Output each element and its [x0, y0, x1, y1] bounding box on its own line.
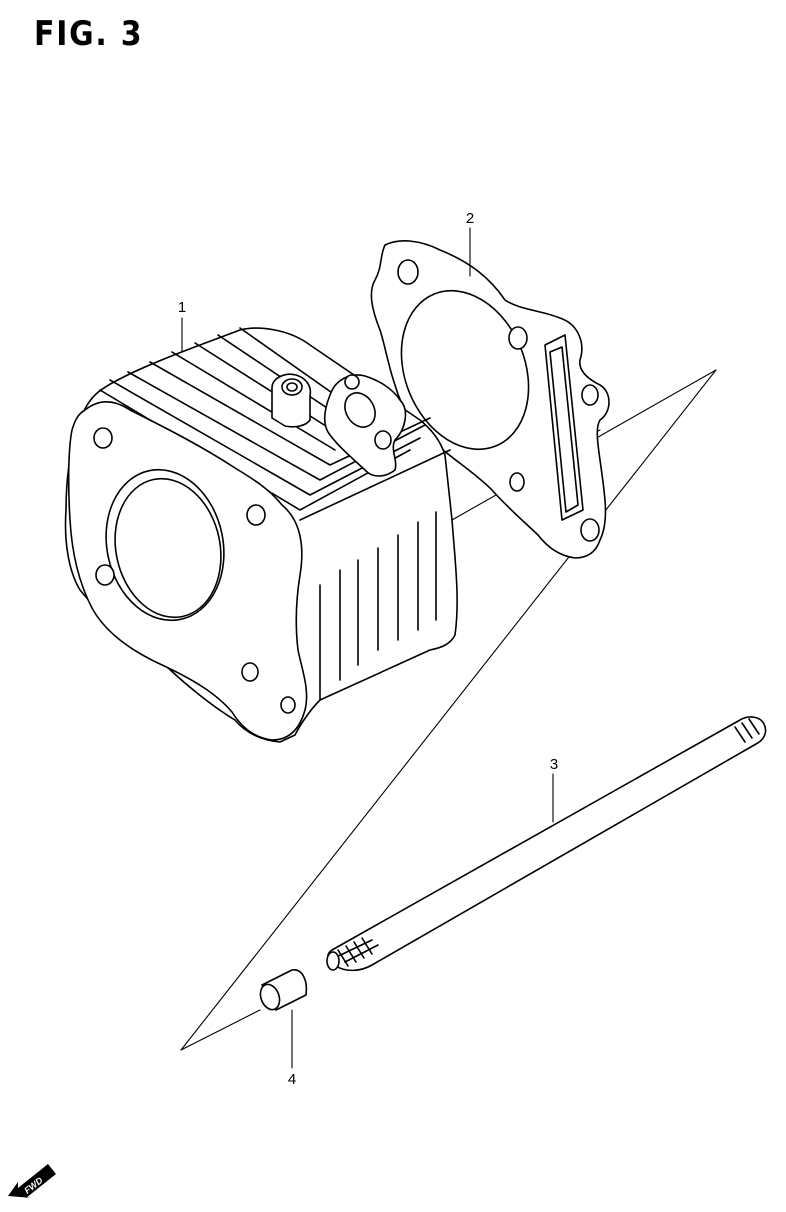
forward-arrow-icon: FWD	[8, 1164, 56, 1198]
figure-title: FIG. 3	[34, 14, 144, 54]
callout-3: 3	[550, 756, 558, 773]
stud-drawing	[326, 716, 767, 972]
callout-1: 1	[178, 299, 186, 316]
dowel-pin-drawing	[259, 969, 308, 1011]
leader-lines	[181, 227, 554, 1069]
cylinder-drawing	[64, 327, 458, 743]
gasket-drawing	[370, 240, 610, 559]
callout-4: 4	[288, 1071, 296, 1088]
callout-2: 2	[466, 210, 474, 227]
